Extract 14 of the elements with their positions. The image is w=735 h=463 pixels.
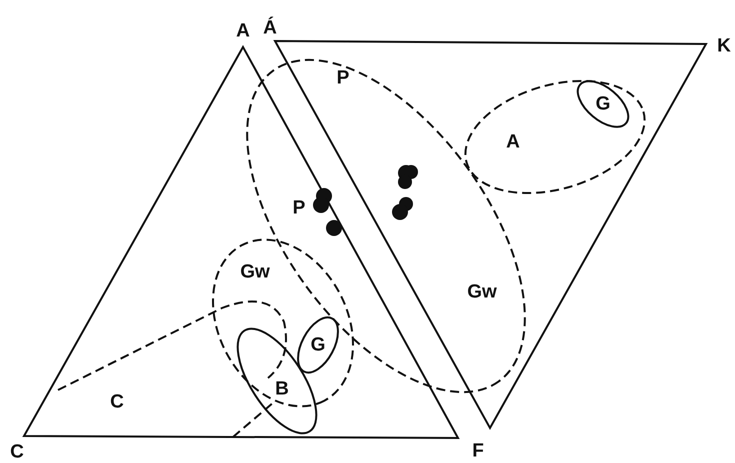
field-label: F [472,442,484,460]
field-label: C [10,442,24,462]
field-label: A [506,132,520,152]
field-label: Gw [467,282,497,302]
field-label: Á [263,18,277,38]
field-label: G [310,336,326,354]
field-label: G [596,94,610,114]
field-label: Gw [240,262,270,282]
field-label: B [275,380,289,398]
field-label: K [717,36,731,56]
field-label: A [236,22,250,40]
field-label: P [292,198,306,218]
field-label: P [336,68,350,88]
field-label: C [110,392,124,412]
